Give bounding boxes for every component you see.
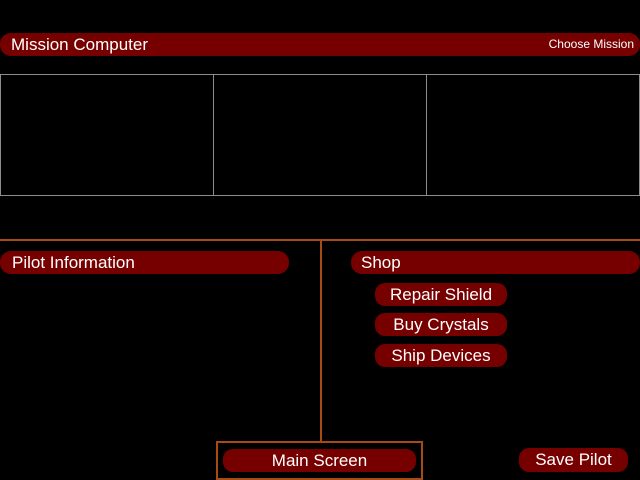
save-pilot-button[interactable]: Save Pilot (519, 448, 628, 472)
shop-header: Shop (351, 251, 640, 274)
vertical-divider (320, 239, 322, 442)
mission-computer-header: Mission Computer Choose Mission (0, 33, 640, 56)
mission-slot-3[interactable] (426, 74, 640, 196)
mission-slot-2[interactable] (213, 74, 427, 196)
buy-crystals-button[interactable]: Buy Crystals (375, 313, 507, 336)
shop-title: Shop (361, 253, 401, 272)
mission-slot-1[interactable] (0, 74, 214, 196)
main-screen-button[interactable]: Main Screen (223, 449, 416, 472)
ship-devices-button[interactable]: Ship Devices (375, 344, 507, 367)
mission-computer-title: Mission Computer (11, 35, 148, 54)
pilot-information-title: Pilot Information (12, 253, 135, 272)
pilot-information-header: Pilot Information (0, 251, 289, 274)
choose-mission-link[interactable]: Choose Mission (548, 37, 634, 51)
main-screen-frame (216, 441, 423, 480)
repair-shield-button[interactable]: Repair Shield (375, 283, 507, 306)
